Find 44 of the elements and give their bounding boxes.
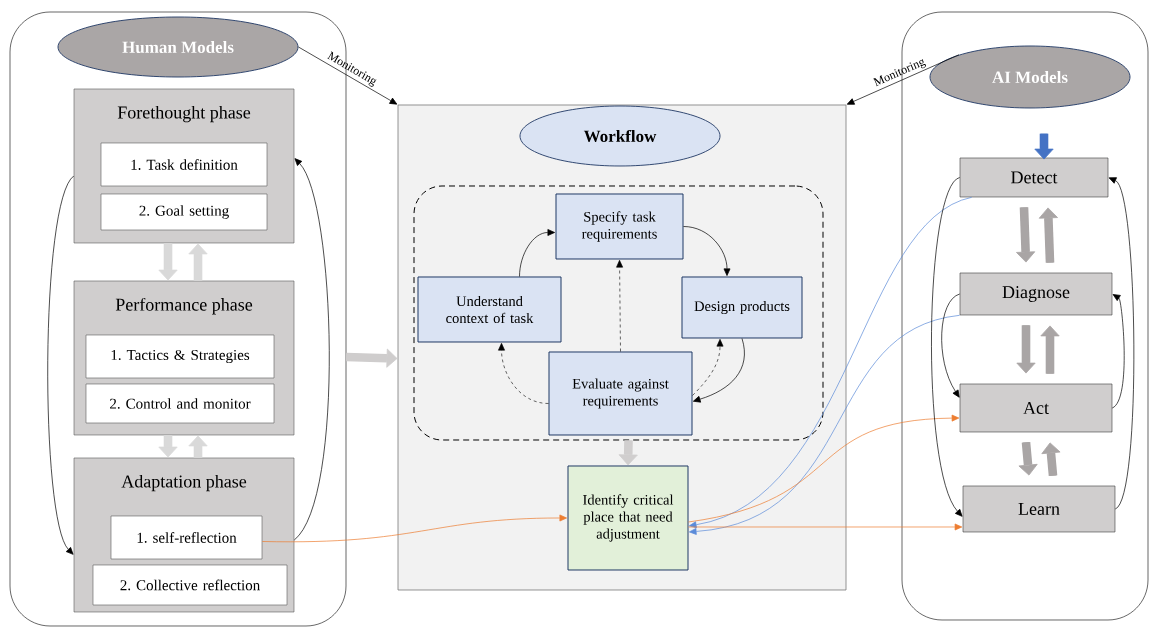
dashed-arrow — [616, 259, 623, 352]
step-box: 1. self-reflection — [110, 515, 263, 560]
block-arrow — [1034, 133, 1054, 160]
process-box: Design products — [681, 276, 803, 339]
process-box: Understand context of task — [417, 276, 562, 343]
arrow — [689, 196, 973, 529]
step-box: 1. Tactics & Strategies — [85, 334, 275, 379]
block-arrow — [1041, 442, 1061, 477]
block-arrow — [158, 243, 178, 281]
block-arrow — [618, 440, 638, 466]
arrow — [1111, 294, 1125, 409]
arrow — [689, 314, 961, 535]
arrow — [688, 414, 960, 523]
step-box: 2. Control and monitor — [85, 383, 275, 424]
block-arrow — [1018, 441, 1038, 476]
block-arrow — [188, 243, 208, 281]
block-arrow — [188, 435, 208, 458]
block-arrow — [346, 348, 398, 368]
arrow — [1108, 177, 1135, 510]
dashed-region — [413, 185, 824, 441]
process-box: Learn — [962, 485, 1116, 533]
dashed-arrow — [692, 338, 724, 396]
process-box: Diagnose — [959, 272, 1113, 316]
dashed-arrow — [498, 342, 549, 404]
arrow — [298, 46, 398, 105]
block-arrow — [158, 435, 178, 458]
arrow — [931, 177, 963, 517]
arrow — [261, 514, 567, 543]
arrow — [688, 523, 963, 531]
process-box: Evaluate against requirements — [548, 351, 693, 436]
process-box: Specify task requirements — [555, 193, 684, 260]
arrow — [293, 158, 330, 541]
arrow — [683, 226, 731, 276]
step-box: 1. Task definition — [100, 142, 268, 187]
step-box: 2. Goal setting — [100, 193, 268, 231]
arrow — [693, 338, 745, 403]
process-box: Detect — [959, 157, 1109, 198]
process-box: Act — [959, 383, 1113, 433]
arrow — [846, 54, 960, 105]
process-box: Identify critical place that need adjustment — [567, 465, 689, 571]
arrow — [941, 293, 961, 398]
arrow — [519, 229, 555, 277]
arrow — [47, 175, 75, 555]
step-box: 2. Collective reflection — [92, 564, 288, 606]
